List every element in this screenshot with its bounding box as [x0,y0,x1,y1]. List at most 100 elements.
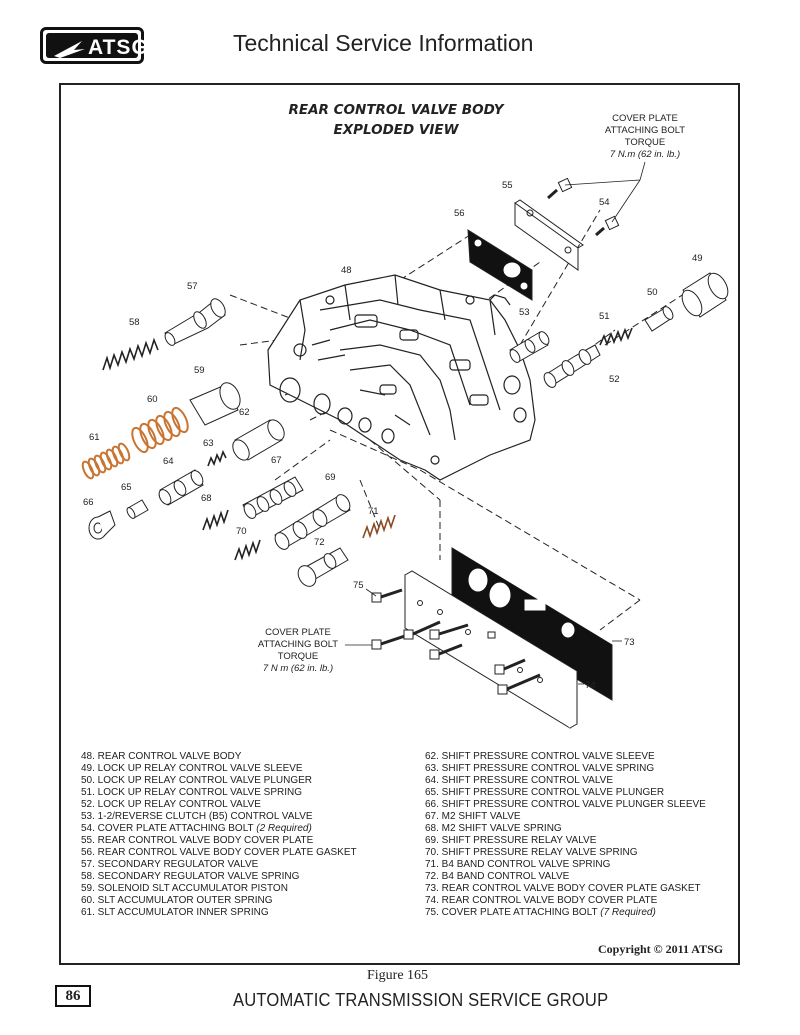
part-number-60: 60 [147,394,158,405]
legend-right-column: 62. SHIFT PRESSURE CONTROL VALVE SLEEVE … [425,751,706,919]
part-number-56: 56 [454,208,465,219]
legend-item: 72. B4 BAND CONTROL VALVE [425,871,570,882]
part-number-64: 64 [163,456,174,467]
part-number-65: 65 [121,482,132,493]
legend-item: 57. SECONDARY REGULATOR VALVE [81,859,259,870]
shift-pressure-plunger [126,499,149,519]
part-number-58: 58 [129,317,140,328]
part-number-72: 72 [314,537,325,548]
part-number-70: 70 [236,526,247,537]
page-title: Technical Service Information [233,30,534,56]
legend-item: 66. SHIFT PRESSURE CONTROL VALVE PLUNGER… [425,799,706,810]
legend-item: 55. REAR CONTROL VALVE BODY COVER PLATE [81,835,314,846]
legend-item: 61. SLT ACCUMULATOR INNER SPRING [81,907,269,918]
callout-bottom-line1: COVER PLATE [265,627,331,638]
part-number-54: 54 [599,197,610,208]
legend-item: 74. REAR CONTROL VALVE BODY COVER PLATE [425,895,658,906]
top-cover-gasket [467,229,533,301]
legend-item: 54. COVER PLATE ATTACHING BOLT (2 Requir… [81,823,312,834]
legend-item: 70. SHIFT PRESSURE RELAY VALVE SPRING [425,847,638,858]
secondary-regulator-valve [164,298,226,346]
part-number-53: 53 [519,307,530,318]
part-number-55: 55 [502,180,513,191]
clutch-b5-control-valve [509,331,550,363]
legend-item: 50. LOCK UP RELAY CONTROL VALVE PLUNGER [81,775,313,786]
page-number: 86 [55,985,91,1007]
callout-top-torque: COVER PLATE ATTACHING BOLT TORQUE 7 N.m … [585,113,705,161]
callout-top-torque-value: 7 N.m (62 in. lb.) [609,149,681,160]
legend-item: 52. LOCK UP RELAY CONTROL VALVE [81,799,261,810]
legend-item: 71. B4 BAND CONTROL VALVE SPRING [425,859,611,870]
callout-top-line1: COVER PLATE [612,113,678,124]
leader-lines [345,161,646,685]
top-cover-plate [514,199,584,271]
legend-item: 62. SHIFT PRESSURE CONTROL VALVE SLEEVE [425,751,655,762]
cover-bolt-bottom-1 [371,588,403,603]
callout-top-line3: TORQUE [624,137,666,148]
part-number-51: 51 [599,311,610,322]
legend-item: 51. LOCK UP RELAY CONTROL VALVE SPRING [81,787,303,798]
cover-bolt-bottom-6 [494,658,526,675]
slt-accumulator-piston [189,382,241,426]
cover-bolt-top-2 [595,215,620,237]
cover-bolt-top-1 [547,177,573,200]
part-number-62: 62 [239,407,250,418]
callout-bottom-line3: TORQUE [277,651,319,662]
legend-item: 67. M2 SHIFT VALVE [425,811,521,822]
m2-shift-valve [242,476,304,519]
callout-top-line2: ATTACHING BOLT [604,125,686,136]
diagram-title-line2: EXPLODED VIEW [333,122,459,138]
legend-item: 58. SECONDARY REGULATOR VALVE SPRING [81,871,300,882]
callout-bottom-torque: COVER PLATE ATTACHING BOLT TORQUE 7 N m … [238,627,358,675]
cover-bolt-bottom-5 [429,643,463,660]
bottom-cover-gasket [451,547,613,701]
lock-up-relay-sleeve [681,272,729,318]
m2-shift-spring [202,509,229,531]
cover-bolt-bottom-2 [371,633,409,650]
part-number-61: 61 [89,432,100,443]
legend-item: 53. 1-2/REVERSE CLUTCH (B5) CONTROL VALV… [81,811,313,822]
part-number-57: 57 [187,281,198,292]
figure-caption: Figure 165 [367,968,429,983]
legend-item: 49. LOCK UP RELAY CONTROL VALVE SLEEVE [81,763,303,774]
part-number-63: 63 [203,438,214,449]
atsg-logo: ATSG [40,27,148,64]
legend-item: 75. COVER PLATE ATTACHING BOLT (7 Requir… [425,907,656,918]
cover-bolt-bottom-7 [497,673,541,695]
callout-bottom-torque-value: 7 N m (62 in. lb.) [262,663,334,674]
footer-org: AUTOMATIC TRANSMISSION SERVICE GROUP [233,990,609,1010]
callout-bottom-line2: ATTACHING BOLT [257,639,339,650]
part-number-73: 73 [624,637,635,648]
part-number-59: 59 [194,365,205,376]
shift-pressure-relay-spring [234,539,261,561]
logo-wing-icon [54,41,85,58]
lock-up-relay-valve [543,344,601,388]
part-number-labels: 48 49 50 51 52 53 54 55 56 57 58 59 60 6… [83,180,703,691]
part-number-71: 71 [368,506,379,517]
part-number-66: 66 [83,497,94,508]
figure-frame [59,83,740,965]
part-number-50: 50 [647,287,658,298]
copyright: Copyright © 2011 ATSG [598,942,724,956]
part-number-48: 48 [341,265,352,276]
legend-item: 63. SHIFT PRESSURE CONTROL VALVE SPRING [425,763,655,774]
diagram-title-line1: REAR CONTROL VALVE BODY [288,102,504,118]
cover-bolts-bottom [371,588,541,695]
slt-accumulator-inner-spring [81,442,131,480]
cover-bolt-bottom-4 [429,623,469,640]
part-number-52: 52 [609,374,620,385]
legend-item: 48. REAR CONTROL VALVE BODY [81,751,242,762]
legend-item: 73. REAR CONTROL VALVE BODY COVER PLATE … [425,883,701,894]
part-number-49: 49 [692,253,703,264]
slt-accumulator-outer-spring [131,406,189,454]
part-number-67: 67 [271,455,282,466]
legend-left-column: 48. REAR CONTROL VALVE BODY 49. LOCK UP … [81,751,357,919]
shift-pressure-sleeve [232,419,285,461]
shift-pressure-relay-valve [274,494,351,550]
lock-up-relay-spring [599,327,633,347]
part-number-69: 69 [325,472,336,483]
secondary-regulator-spring [102,337,159,371]
legend-item: 69. SHIFT PRESSURE RELAY VALVE [425,835,597,846]
logo-badge: ATSG [46,33,148,59]
